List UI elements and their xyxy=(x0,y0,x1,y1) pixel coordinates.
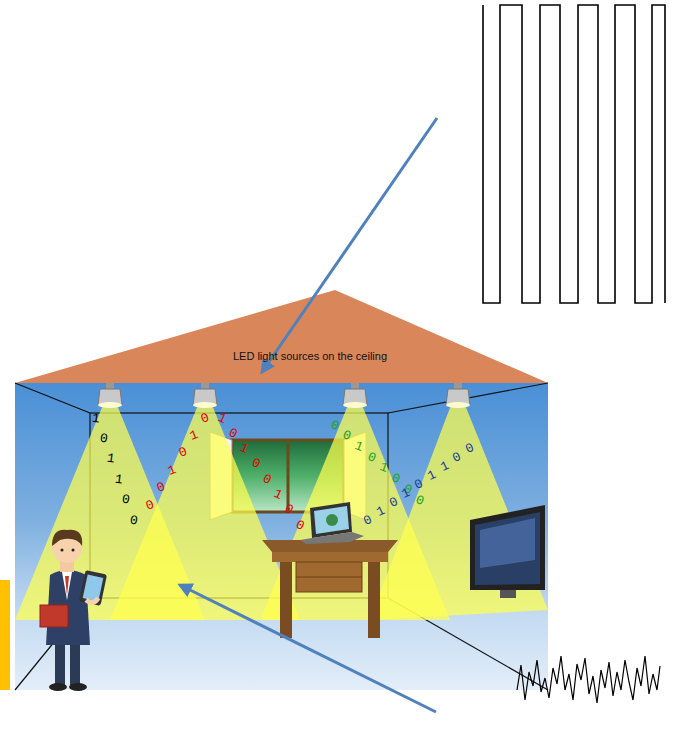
data-bit: 0 xyxy=(227,426,240,441)
led-lamps xyxy=(98,383,470,408)
television xyxy=(470,505,545,598)
room-perspective-lines xyxy=(15,383,548,690)
table xyxy=(262,540,398,638)
data-bit: 0 xyxy=(129,513,139,527)
data-bit: 0 xyxy=(387,494,400,509)
data-bit: 0 xyxy=(413,476,426,491)
data-bit: 1 xyxy=(91,411,101,425)
square-wave xyxy=(483,5,665,303)
data-bit: 0 xyxy=(366,450,378,465)
data-bit: 1 xyxy=(378,460,390,475)
data-bit: 1 xyxy=(106,452,116,466)
data-bit: 0 xyxy=(329,418,341,433)
callout-arrow xyxy=(180,585,436,712)
data-bit: 0 xyxy=(144,498,156,513)
data-bit: 1 xyxy=(166,463,178,478)
data-bit: 0 xyxy=(122,493,132,507)
received-signal xyxy=(517,656,660,703)
data-bit: 0 xyxy=(294,517,307,532)
data-bit: 0 xyxy=(177,445,189,460)
data-bit: 0 xyxy=(341,428,353,443)
data-bit: 1 xyxy=(188,428,200,443)
data-bit: 0 xyxy=(390,471,402,486)
data-bit: 1 xyxy=(114,472,124,486)
data-bit: 1 xyxy=(353,439,365,454)
data-bit: 1 xyxy=(438,458,451,473)
data-bit: 0 xyxy=(260,472,273,487)
side-bar xyxy=(0,580,10,690)
data-bit: 0 xyxy=(99,431,109,445)
data-bit: 0 xyxy=(155,480,167,495)
roof xyxy=(15,290,548,383)
ceiling-label: LED light sources on the ceiling xyxy=(233,351,387,362)
data-bit: 1 xyxy=(216,410,229,425)
data-bit: 0 xyxy=(199,411,211,426)
data-bit: 1 xyxy=(238,441,251,456)
callout-arrow xyxy=(262,118,437,372)
data-bit: 0 xyxy=(249,456,262,471)
data-bit: 1 xyxy=(425,467,438,482)
data-bit: 0 xyxy=(283,502,296,517)
data-bit: 0 xyxy=(362,512,375,527)
man-with-tablet xyxy=(40,530,107,691)
data-bit: 1 xyxy=(374,503,387,518)
data-bit: 1 xyxy=(271,487,284,502)
data-bit: 0 xyxy=(451,449,464,464)
data-bit: 0 xyxy=(464,440,477,455)
room xyxy=(15,383,548,690)
laptop xyxy=(300,502,364,544)
data-bit: 0 xyxy=(414,493,426,508)
